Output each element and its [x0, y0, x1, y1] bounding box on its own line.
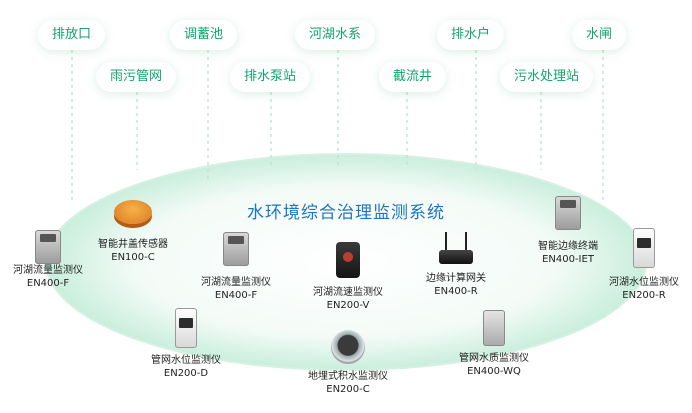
device-model: EN400-IET [542, 254, 594, 265]
tag-drainage-user: 排水户 [437, 20, 505, 50]
device-name: 河湖流量监测仪 [201, 277, 271, 288]
device-pipe-level-meter: 管网水位监测仪 EN200-D [138, 308, 234, 380]
edge-gateway-icon [439, 232, 473, 264]
device-model: EN200-D [163, 368, 209, 379]
level-meter-icon [633, 228, 655, 268]
device-model: EN200-V [326, 300, 370, 311]
device-name: 智能边缘终端 [538, 241, 598, 252]
device-model: EN200-R [622, 290, 666, 301]
tag-rain-sewage-network: 雨污管网 [96, 62, 177, 92]
water-quality-meter-icon [483, 310, 505, 346]
device-name: 河湖流量监测仪 [13, 265, 83, 276]
manhole-cover-sensor-icon [114, 200, 152, 224]
tag-river-lake-system: 河湖水系 [295, 20, 376, 50]
device-flow-meter-left: 河湖流量监测仪 EN400-F [4, 230, 92, 290]
device-model: EN100-C [111, 252, 155, 263]
device-name: 河湖流速监测仪 [313, 287, 383, 298]
device-model: EN400-WQ [467, 366, 521, 377]
device-model: EN400-F [26, 278, 70, 289]
device-model: EN200-C [326, 384, 370, 395]
device-model: EN400-R [434, 286, 478, 297]
device-manhole-sensor: 智能井盖传感器 EN100-C [82, 200, 184, 264]
tag-pump-station: 排水泵站 [230, 62, 311, 92]
system-title: 水环境综合治理监测系统 [247, 203, 445, 223]
device-edge-terminal: 智能边缘终端 EN400-IET [526, 196, 610, 266]
pipe-level-meter-icon [175, 308, 197, 348]
flow-meter-icon [35, 230, 61, 264]
edge-terminal-icon [555, 196, 581, 230]
tag-sewage-treatment-station: 污水处理站 [500, 62, 594, 92]
device-name: 智能井盖传感器 [98, 239, 168, 250]
buried-waterlogging-meter-icon [331, 330, 365, 364]
device-flow-meter-center: 河湖流量监测仪 EN400-F [188, 232, 284, 302]
flow-meter-icon [223, 232, 249, 266]
device-model: EN400-F [214, 290, 258, 301]
velocity-meter-icon [336, 242, 360, 278]
connector-lines [71, 50, 604, 200]
tag-storage-tank: 调蓄池 [170, 20, 238, 50]
device-buried-waterlogging-meter: 地埋式积水监测仪 EN200-C [296, 330, 400, 396]
device-velocity-meter: 河湖流速监测仪 EN200-V [302, 242, 394, 312]
tag-outfall: 排放口 [38, 20, 106, 50]
device-water-quality-meter: 管网水质监测仪 EN400-WQ [446, 310, 542, 378]
device-name: 河湖水位监测仪 [609, 277, 679, 288]
tag-interception-well: 截流井 [379, 62, 447, 92]
device-name: 管网水位监测仪 [151, 355, 221, 366]
device-edge-gateway: 边缘计算网关 EN400-R [418, 232, 494, 298]
device-name: 地埋式积水监测仪 [308, 371, 388, 382]
tag-sluice-gate: 水闸 [572, 20, 627, 50]
device-river-level-meter: 河湖水位监测仪 EN200-R [600, 228, 688, 302]
device-name: 边缘计算网关 [426, 273, 486, 284]
device-name: 管网水质监测仪 [459, 353, 529, 364]
